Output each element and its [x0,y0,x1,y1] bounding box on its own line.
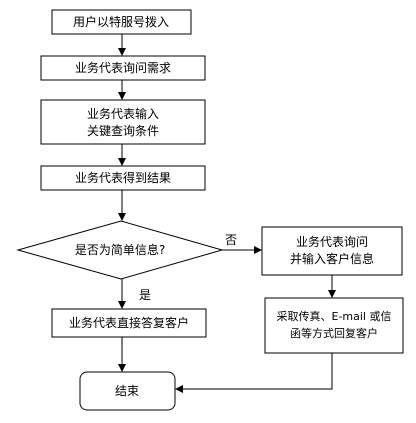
inquire-box [40,55,206,81]
no-label: 否 [225,233,237,247]
result-label: 业务代表得到结果 [75,170,171,185]
query-label-line2: 关键查询条件 [87,124,159,138]
yes-label: 是 [139,288,151,302]
ask-input-box [261,226,403,276]
arrow-other-reply-to-end [175,353,333,393]
inquire-label: 业务代表询问需求 [75,60,171,75]
query-box [40,99,206,145]
direct-reply-label: 业务代表直接答复客户 [69,315,189,330]
other-reply-label-line1: 采取传真、E-mail 或信 [277,309,392,323]
direct-reply-box [51,308,207,338]
result-box [40,165,206,191]
start-label: 用户以特服号拨入 [73,14,169,29]
ask-input-label-line1: 业务代表询问 [296,234,368,249]
decision-diamond [16,220,224,280]
decision-label: 是否为简单信息? [75,242,165,257]
ask-input-label-line2: 并输入客户信息 [290,251,374,266]
other-reply-box [264,297,404,354]
end-label: 结束 [115,384,139,398]
query-label-line1: 业务代表输入 [87,106,159,121]
other-reply-label-line2: 函等方式回复客户 [290,326,378,340]
start-box [51,9,192,35]
